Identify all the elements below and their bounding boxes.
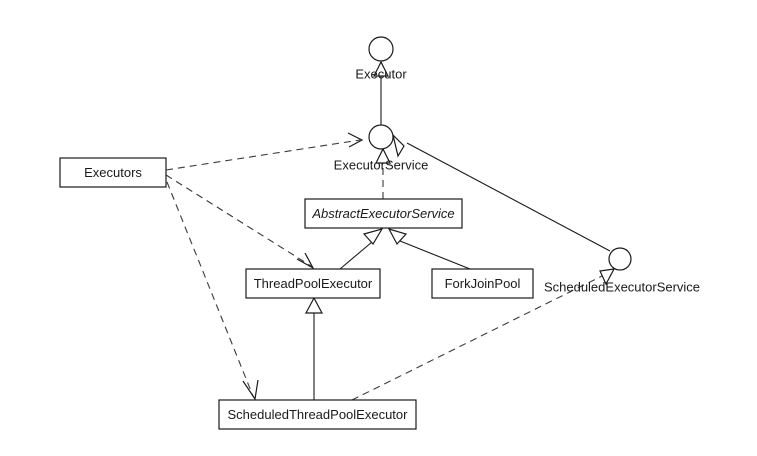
- interface-lollipop-icon[interactable]: [368, 36, 394, 62]
- open-arrowhead-icon: [296, 252, 315, 270]
- class-node-executors[interactable]: Executors: [59, 157, 167, 188]
- triangle-arrowhead-icon: [305, 296, 323, 314]
- class-name-label: ThreadPoolExecutor: [254, 276, 373, 291]
- class-node-thread-pool-executor[interactable]: ThreadPoolExecutor: [245, 268, 381, 299]
- edge-dependency: [166, 181, 259, 401]
- class-box[interactable]: [218, 399, 417, 430]
- class-node-abstract-executor-service[interactable]: AbstractExecutorService: [304, 198, 463, 229]
- class-name-label: Executors: [84, 165, 142, 180]
- open-arrowhead-icon: [242, 379, 259, 401]
- interface-node-scheduled-executor-service[interactable]: ScheduledExecutorService: [544, 247, 700, 294]
- edge-generalization: [339, 228, 384, 270]
- triangle-arrowhead-icon: [373, 60, 389, 77]
- class-name-label: ForkJoinPool: [445, 276, 521, 291]
- interface-node-executor[interactable]: Executor: [355, 36, 407, 81]
- triangle-arrowhead-icon: [387, 228, 408, 246]
- class-name-label: ScheduledThreadPoolExecutor: [228, 407, 409, 422]
- edge-generalization: [387, 228, 471, 270]
- edge-generalization: [391, 133, 611, 252]
- interface-lollipop-icon[interactable]: [368, 124, 394, 150]
- class-name-label: AbstractExecutorService: [311, 206, 454, 221]
- class-node-fork-join-pool[interactable]: ForkJoinPool: [431, 268, 534, 299]
- edge-dependency: [165, 132, 364, 171]
- interface-node-executor-service[interactable]: ExecutorService: [334, 124, 429, 172]
- interface-lollipop-icon[interactable]: [608, 247, 632, 271]
- interface-name-label: ScheduledExecutorService: [544, 279, 700, 294]
- edges-layer: [165, 60, 616, 401]
- triangle-arrowhead-icon: [599, 268, 616, 286]
- class-node-scheduled-thread-pool-executor[interactable]: ScheduledThreadPoolExecutor: [218, 399, 417, 430]
- triangle-arrowhead-icon: [362, 228, 384, 246]
- edge-line: [351, 275, 603, 401]
- edge-dependency: [165, 174, 315, 270]
- edge-realization: [375, 147, 391, 199]
- class-box[interactable]: [245, 268, 381, 299]
- open-arrowhead-icon: [347, 132, 364, 148]
- class-box[interactable]: [304, 198, 463, 229]
- edge-generalization: [373, 60, 389, 125]
- interface-name-label: ExecutorService: [334, 157, 429, 172]
- triangle-arrowhead-icon: [375, 147, 391, 164]
- edge-line: [166, 181, 254, 397]
- class-box[interactable]: [431, 268, 534, 299]
- edge-line: [406, 142, 611, 252]
- edge-realization: [351, 268, 616, 401]
- nodes-layer: ExecutorsAbstractExecutorServiceThreadPo…: [59, 36, 700, 430]
- edge-line: [399, 240, 471, 270]
- edge-generalization: [305, 296, 323, 400]
- edge-line: [165, 174, 312, 267]
- interface-name-label: Executor: [355, 66, 407, 81]
- edge-line: [165, 139, 361, 171]
- class-box[interactable]: [59, 157, 167, 188]
- edge-line: [339, 241, 373, 270]
- triangle-arrowhead-icon: [391, 133, 405, 158]
